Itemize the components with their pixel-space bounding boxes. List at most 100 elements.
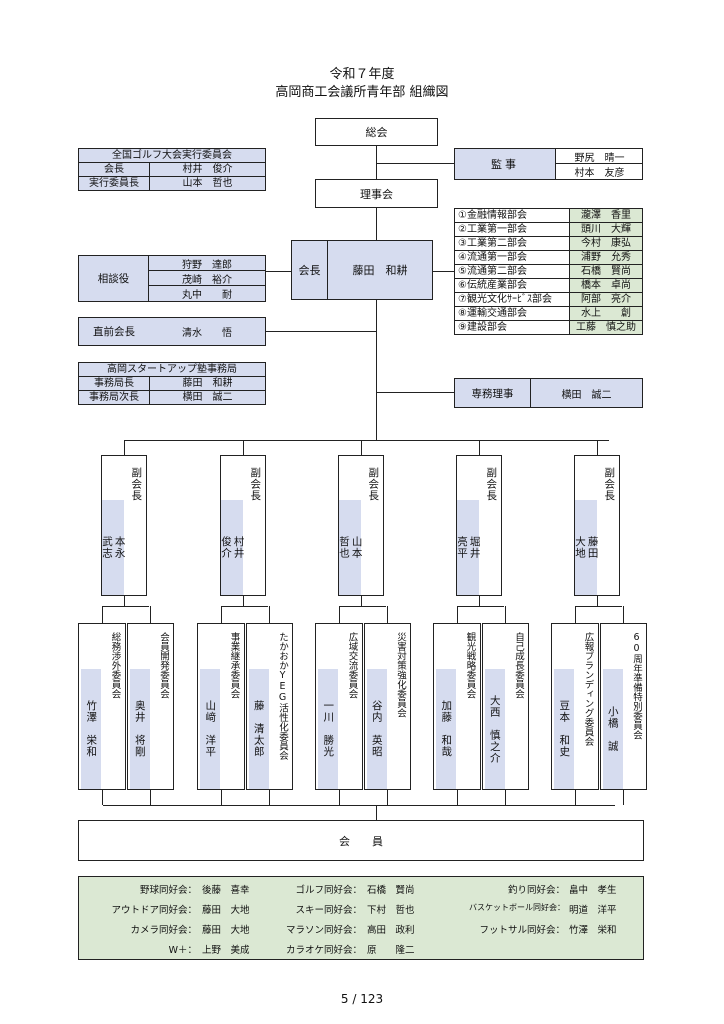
club-leader: 原 隆二: [367, 945, 415, 956]
exec-director-box: 専務理事 横田 誠二: [454, 378, 643, 408]
startup-name: 藤田 和耕: [149, 376, 266, 391]
startup-role: 事務局次長: [78, 390, 150, 405]
committee-drop-line: [220, 606, 222, 623]
vice-president-label: 副会長: [485, 466, 498, 502]
bukai-row: ③工業第二部会今村 康弘: [454, 236, 643, 251]
committee-bottom-line: [387, 790, 389, 805]
committee-box: たかおかYEG活性化委員会藤 清太郎: [245, 623, 293, 790]
committee-chair: 一川 勝光: [318, 669, 338, 789]
committee-split-bar: [339, 606, 386, 607]
committee-name: 60周年準備特別委員会: [631, 632, 642, 740]
org-title: 高岡商工会議所青年部 組織図: [275, 85, 449, 100]
vice-to-committee-line: [124, 596, 125, 606]
committee-bottom-line: [338, 790, 340, 805]
auditor-name-1: 野尻 晴一: [556, 149, 643, 164]
committee-chair: 豆本 和史: [554, 669, 574, 789]
committee-bottom-line: [150, 790, 152, 805]
club-name: カメラ同好会：: [130, 925, 197, 936]
vice-president-label: 副会長: [130, 466, 143, 502]
committee-drop-line: [623, 606, 625, 623]
vice-president-label: 副会長: [603, 466, 616, 502]
committee-chair: 大西 慎之介: [484, 669, 505, 789]
bukai-name: ⑨建設部会: [454, 320, 570, 335]
committee-chair: 奥井 将剛: [129, 669, 150, 789]
club-name: カラオケ同好会：: [285, 945, 362, 956]
vice-president-box: 副会長本永 武志: [101, 455, 147, 596]
vice-president-box: 副会長村井 俊介: [220, 455, 266, 596]
exec-director-connector: [376, 392, 454, 393]
golf-role: 実行委員長: [78, 176, 150, 191]
committee-box: 60周年準備特別委員会小橋 誠: [599, 623, 647, 790]
members-box: 会 員: [78, 820, 644, 861]
general-meeting-box: 総会: [315, 118, 438, 146]
exec-director-label: 専務理事: [455, 379, 531, 407]
committee-name: 災害対策強化委員会: [395, 632, 406, 718]
vice-president-name: 藤田 大地: [574, 500, 599, 595]
page-number: 5 / 123: [340, 992, 384, 1006]
club-leader: 竹澤 栄和: [569, 925, 617, 936]
committee-box: 広報ブランディング委員会豆本 和史: [551, 623, 599, 790]
bukai-row: ⑦観光文化ｻｰﾋﾞｽ部会阿部 亮介: [454, 292, 643, 307]
vice-president-name: 堀井 亮平: [456, 500, 481, 595]
committee-bottom-line: [456, 790, 458, 805]
bukai-name: ⑤流通第二部会: [454, 264, 570, 279]
vice-president-name: 村井 俊介: [220, 500, 245, 595]
vice-to-committee-line: [597, 596, 598, 606]
bukai-leader: 阿部 亮介: [569, 292, 643, 307]
startup-name: 横田 誠二: [149, 390, 266, 405]
startup-role: 事務局長: [78, 376, 150, 391]
advisor-name: 丸中 耐: [182, 290, 232, 301]
board-box: 理事会: [315, 179, 438, 208]
golf-title: 全国ゴルフ大会実行委員会: [78, 148, 266, 163]
committee-drop-line: [101, 606, 103, 623]
bukai-row: ①金融情報部会瀧澤 香里: [454, 208, 643, 223]
bukai-leader: 瀧澤 香里: [569, 208, 643, 223]
committee-split-bar: [575, 606, 622, 607]
bukai-leader: 浦野 允秀: [569, 250, 643, 265]
bukai-row: ④流通第一部会浦野 允秀: [454, 250, 643, 265]
vice-to-committee-line: [479, 596, 480, 606]
committee-chair: 小橋 誠: [602, 669, 623, 789]
club-name: 釣り同好会：: [507, 885, 565, 896]
committee-box: 総務渉外委員会竹澤 栄和: [78, 623, 126, 790]
committee-box: 事業継承委員会山﨑 洋平: [197, 623, 245, 790]
vice-president-name: 山本 哲也: [338, 500, 363, 595]
vice-president-box: 副会長山本 哲也: [338, 455, 384, 596]
bukai-leader: 頭川 大輝: [569, 222, 643, 237]
past-president-connector: [266, 331, 376, 332]
committee-name: 自己成長委員会: [513, 632, 524, 699]
committee-box: 会員開発委員会奥井 将剛: [126, 623, 174, 790]
bukai-row: ⑧運輸交通部会水上 創: [454, 306, 643, 321]
committee-split-bar: [102, 606, 149, 607]
clubs-box: 野球同好会：後藤 喜幸ゴルフ同好会：石橋 賢尚釣り同好会：畠中 孝生アウトドア同…: [78, 876, 644, 960]
committee-box: 広域交流委員会一川 勝光: [315, 623, 363, 790]
year-title: 令和７年度: [329, 67, 395, 82]
committee-name: 観光戦略委員会: [464, 632, 476, 699]
club-name: 野球同好会：: [139, 885, 197, 896]
club-name: W＋：: [168, 945, 197, 956]
club-name: マラソン同好会：: [285, 925, 362, 936]
vice-president-label: 副会長: [249, 466, 262, 502]
auditor-name-2: 村本 友彦: [574, 168, 625, 179]
committee-bottom-line: [220, 790, 222, 805]
vice-drop-line: [243, 440, 244, 455]
club-leader: 下村 哲也: [367, 905, 415, 916]
committee-name: 会員開発委員会: [158, 632, 169, 699]
auditor-box: 監事 野尻 晴一 村本 友彦: [454, 148, 643, 180]
committee-drop-line: [150, 606, 152, 623]
committee-bottom-line: [623, 790, 625, 805]
members-connector: [376, 805, 377, 820]
bukai-leader: 工藤 慎之助: [569, 320, 643, 335]
vice-drop-line: [479, 440, 480, 455]
committee-drop-line: [456, 606, 458, 623]
bukai-name: ⑧運輸交通部会: [454, 306, 570, 321]
committee-bottom-line: [574, 790, 576, 805]
vice-president-box: 副会長藤田 大地: [574, 455, 620, 596]
bukai-connector: [433, 271, 454, 272]
committee-drop-line: [269, 606, 271, 623]
committee-bottom-line: [269, 790, 271, 805]
club-leader: 畠中 孝生: [569, 885, 617, 896]
club-leader: 藤田 大地: [202, 905, 250, 916]
bukai-leader: 橋本 卓尚: [569, 278, 643, 293]
club-leader: 高田 政利: [367, 925, 415, 936]
